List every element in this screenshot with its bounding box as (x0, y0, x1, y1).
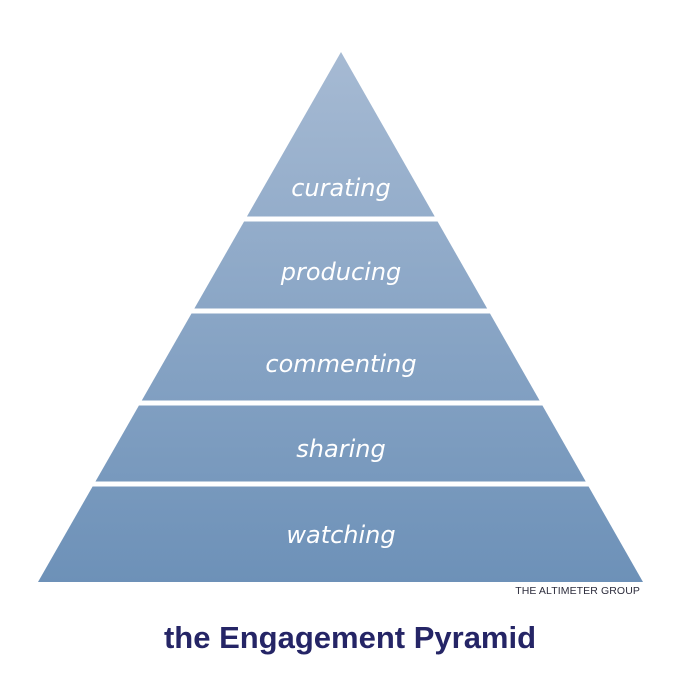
credit-label: THE ALTIMETER GROUP (515, 585, 640, 597)
tier-separator-1 (239, 216, 443, 222)
tier-label-sharing: sharing (296, 435, 385, 463)
tier-label-commenting: commenting (265, 350, 416, 378)
pyramid-shape (38, 52, 643, 582)
tier-label-curating: curating (291, 174, 391, 202)
tier-label-producing: producing (280, 258, 402, 286)
tier-separator-2 (186, 308, 495, 314)
tier-separators (88, 216, 594, 487)
tier-separator-3 (134, 400, 548, 406)
tier-separator-4 (88, 481, 594, 487)
tier-label-watching: watching (286, 521, 395, 549)
page-title: the Engagement Pyramid (163, 620, 537, 655)
